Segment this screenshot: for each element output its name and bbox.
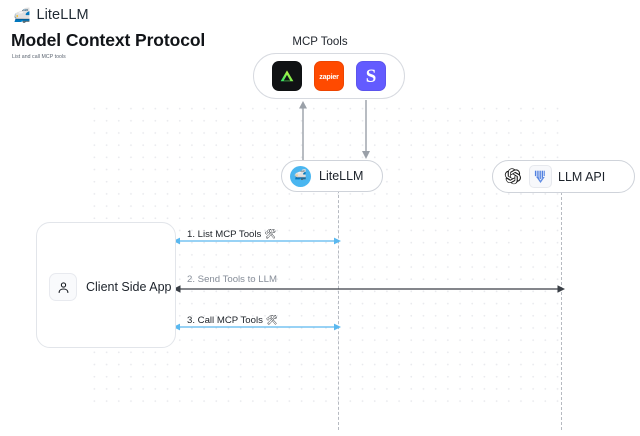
llm-api-node-label: LLM API [558, 169, 606, 184]
canvas-mask-right [565, 0, 640, 436]
mcp-tools-group: zapier S [253, 53, 405, 99]
client-side-app-box[interactable]: Client Side App [36, 222, 176, 348]
page-title: Model Context Protocol [11, 30, 206, 50]
bullet-train-icon: 🚅 [13, 7, 31, 23]
message-2-label: 2. Send Tools to LLM [187, 274, 277, 285]
lifeline-litellm [338, 190, 339, 430]
llm-api-node[interactable]: LLM API [492, 160, 635, 193]
zapier-wordmark: zapier [319, 71, 339, 81]
mcp-tools-label: MCP Tools [292, 36, 348, 48]
message-3-arrow [173, 323, 341, 331]
lifeline-llm-api [561, 192, 562, 430]
message-3-label: 3. Call MCP Tools 🛠 [187, 315, 278, 326]
person-icon [49, 273, 77, 301]
litellm-node-label: LiteLLM [319, 169, 364, 183]
canvas-mask-left [0, 0, 86, 436]
litellm-node[interactable]: 🚅 LiteLLM [281, 160, 383, 192]
message-1-label: 1. List MCP Tools 🛠 [187, 229, 277, 240]
message-2-arrow [173, 285, 565, 293]
canvas-mask-bottom [0, 408, 640, 436]
arrow-litellm-to-mcp [299, 101, 307, 160]
litellm-icon: 🚅 [290, 165, 311, 187]
anthropic-icon [529, 165, 552, 188]
openai-icon [502, 166, 523, 187]
brand: 🚅 LiteLLM [13, 7, 89, 23]
stripe-tool-icon[interactable]: S [356, 61, 386, 91]
page-subtitle: List and call MCP tools [12, 54, 66, 60]
linear-tool-icon[interactable] [272, 61, 302, 91]
message-1-arrow [173, 237, 341, 245]
client-side-app-label: Client Side App [86, 280, 172, 294]
stripe-wordmark: S [365, 65, 377, 87]
arrow-mcp-to-litellm [362, 100, 370, 159]
zapier-tool-icon[interactable]: zapier [314, 61, 344, 91]
brand-name: LiteLLM [36, 7, 89, 23]
client-side-app-content: Client Side App [49, 273, 171, 301]
